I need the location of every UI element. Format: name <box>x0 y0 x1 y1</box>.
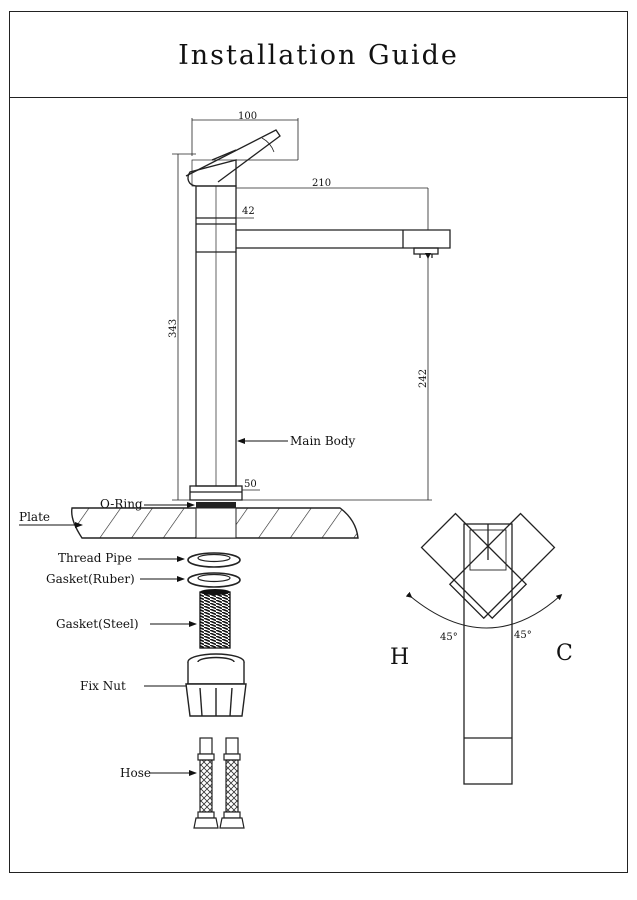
page-title: Installation Guide <box>178 40 459 71</box>
angle-left-label: 45° <box>440 632 458 643</box>
label-plate: Plate <box>19 510 50 524</box>
header-divider <box>9 97 628 98</box>
faucet-main-body <box>185 129 451 501</box>
threaded-rod <box>199 589 231 649</box>
dim-spout-height: 242 <box>418 369 429 388</box>
angle-right-label: 45° <box>514 630 532 641</box>
countertop-plate <box>71 507 359 539</box>
hose-left <box>193 737 219 829</box>
fix-nut-shape <box>185 653 247 717</box>
o-ring-shape <box>196 502 236 508</box>
cold-label: C <box>556 641 573 666</box>
label-fix-nut: Fix Nut <box>80 679 126 693</box>
label-thread-pipe: Thread Pipe <box>58 551 132 565</box>
label-main-body: Main Body <box>290 434 356 448</box>
dim-top-width: 100 <box>238 111 257 122</box>
sheet-frame <box>9 11 628 873</box>
dim-base-dia: 50 <box>244 479 257 490</box>
dim-spout-reach: 210 <box>312 178 331 189</box>
label-gasket-rubber: Gasket(Ruber) <box>46 572 135 586</box>
handle-rotation-view <box>405 512 563 785</box>
label-hose: Hose <box>120 766 151 780</box>
thread-pipe-washer <box>187 552 241 568</box>
label-gasket-steel: Gasket(Steel) <box>56 617 139 631</box>
gasket-rubber-washer <box>187 572 241 588</box>
dim-spout-drop: 42 <box>242 206 255 217</box>
hose-right <box>219 737 245 829</box>
hot-label: H <box>390 645 409 670</box>
dimension-lines <box>172 118 432 501</box>
dim-total-height: 343 <box>168 319 179 338</box>
